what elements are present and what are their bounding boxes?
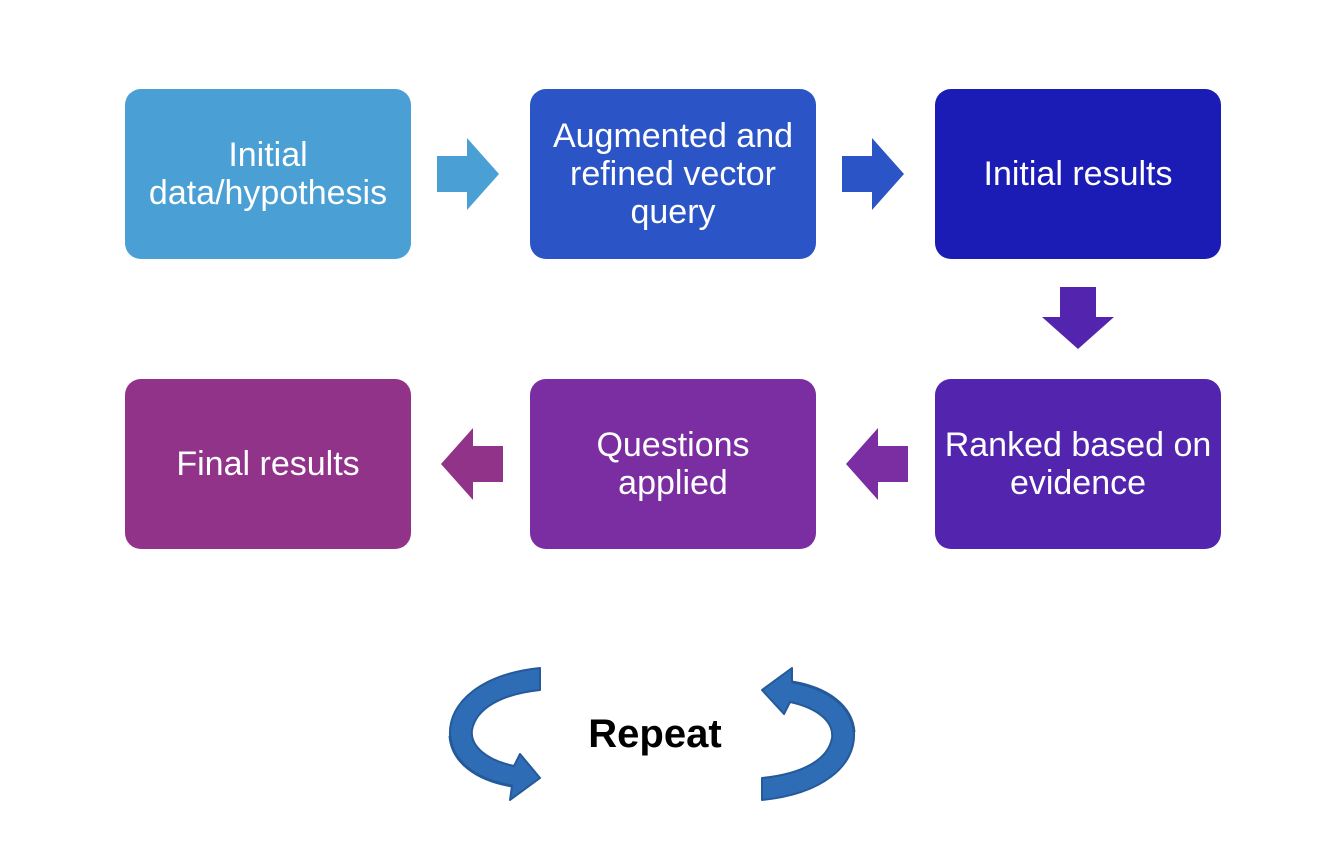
step-final-results-box: Final results (125, 379, 411, 549)
cycle-arrow-right-icon (761, 667, 856, 801)
arrow-shape (842, 138, 904, 210)
arrow-right-icon (437, 138, 499, 210)
step-label: Final results (176, 445, 360, 483)
step-label: Questions applied (596, 426, 750, 502)
step-augmented-query-box: Augmented and refined vector query (530, 89, 816, 259)
arrow-down-icon (1042, 287, 1114, 349)
step-ranked-evidence-box: Ranked based on evidence (935, 379, 1221, 549)
step-label: Initial data/hypothesis (148, 136, 388, 212)
arrow-left-icon (846, 428, 908, 500)
step-label: Ranked based on evidence (944, 426, 1212, 502)
arrow-right-icon (842, 138, 904, 210)
arrow-shape (437, 138, 499, 210)
arrow-shape (846, 428, 908, 500)
arrow-shape (441, 428, 503, 500)
cycle-arrow-shape (761, 667, 856, 801)
cycle-arrow-left-icon (448, 667, 541, 801)
step-label: Initial results (983, 155, 1173, 193)
step-questions-applied-box: Questions applied (530, 379, 816, 549)
arrow-left-icon (441, 428, 503, 500)
step-label: Augmented and refined vector query (552, 117, 794, 231)
cycle-arrow-shape (448, 667, 541, 801)
step-initial-results-box: Initial results (935, 89, 1221, 259)
repeat-label: Repeat (588, 712, 722, 756)
step-initial-data-box: Initial data/hypothesis (125, 89, 411, 259)
arrow-shape (1042, 287, 1114, 349)
